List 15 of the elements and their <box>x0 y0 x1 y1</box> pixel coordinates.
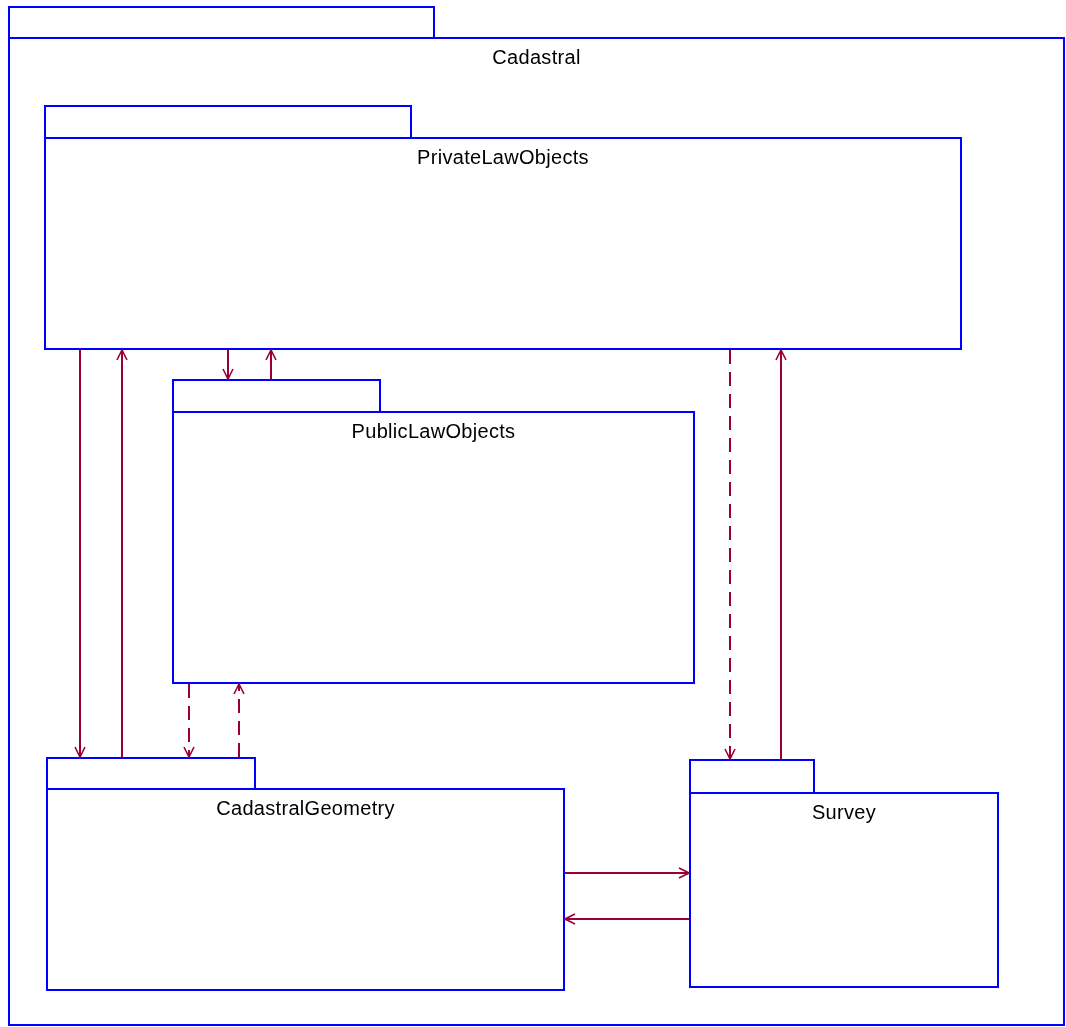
dependency-arrow <box>183 683 195 758</box>
dependency-arrow <box>564 867 690 879</box>
package-name: PublicLawObjects <box>351 420 516 443</box>
dependency-arrow <box>74 349 86 758</box>
dependency-arrow <box>724 349 736 760</box>
package-name: PrivateLawObjects <box>417 146 589 169</box>
dependency-arrow <box>265 349 277 380</box>
dependency-arrow <box>564 913 690 925</box>
dependency-arrow <box>116 349 128 758</box>
dependency-arrow <box>222 349 234 380</box>
package-name: Survey <box>811 801 876 824</box>
dependency-arrow <box>233 683 245 758</box>
package-name: Cadastral <box>492 46 581 69</box>
package-name: CadastralGeometry <box>216 797 395 820</box>
dependency-arrow <box>775 349 787 760</box>
